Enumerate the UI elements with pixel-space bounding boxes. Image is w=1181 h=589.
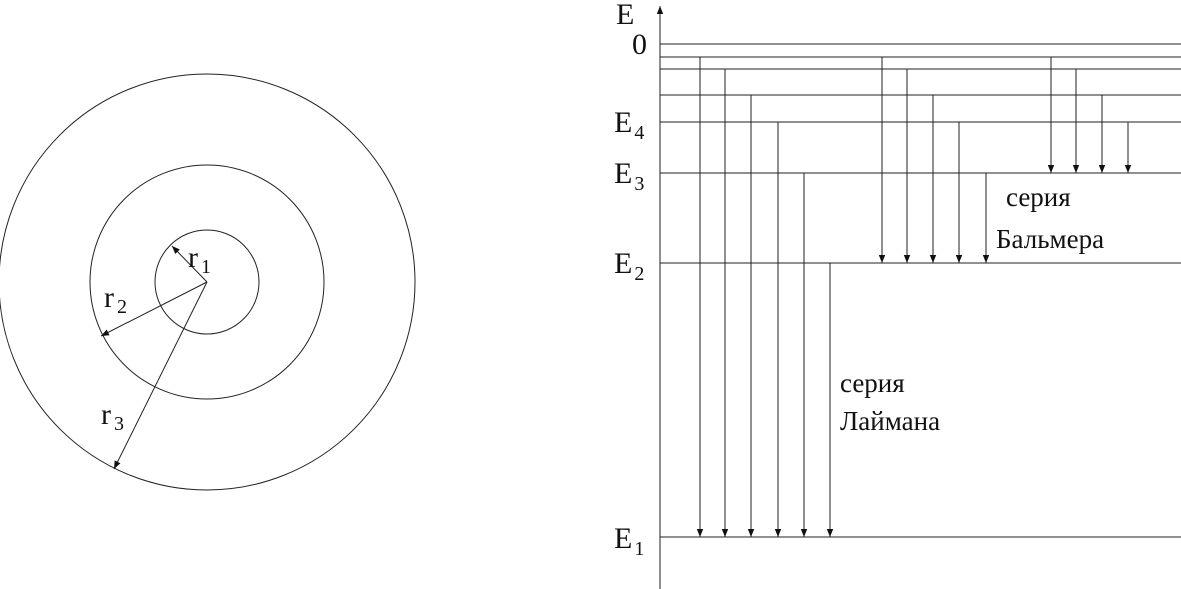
energy-levels xyxy=(660,43,1181,538)
lyman-series-label-line1: серия xyxy=(840,368,905,398)
energy-zero-label: 0 xyxy=(632,28,647,61)
radius-arrow-1 xyxy=(171,245,208,283)
lyman-series-label-line2: Лаймана xyxy=(840,406,940,436)
transitions xyxy=(696,57,1132,537)
orbit-1 xyxy=(154,229,260,335)
orbit-2 xyxy=(89,164,325,400)
radius-arrow-2 xyxy=(100,281,208,337)
energy-axis-label: E xyxy=(616,0,634,31)
balmer-series-label-line2: Бальмера xyxy=(996,224,1104,254)
orbit-3 xyxy=(0,73,416,491)
balmer-series-label-line1: серия xyxy=(1006,182,1071,212)
radius-arrow-3 xyxy=(113,281,208,470)
